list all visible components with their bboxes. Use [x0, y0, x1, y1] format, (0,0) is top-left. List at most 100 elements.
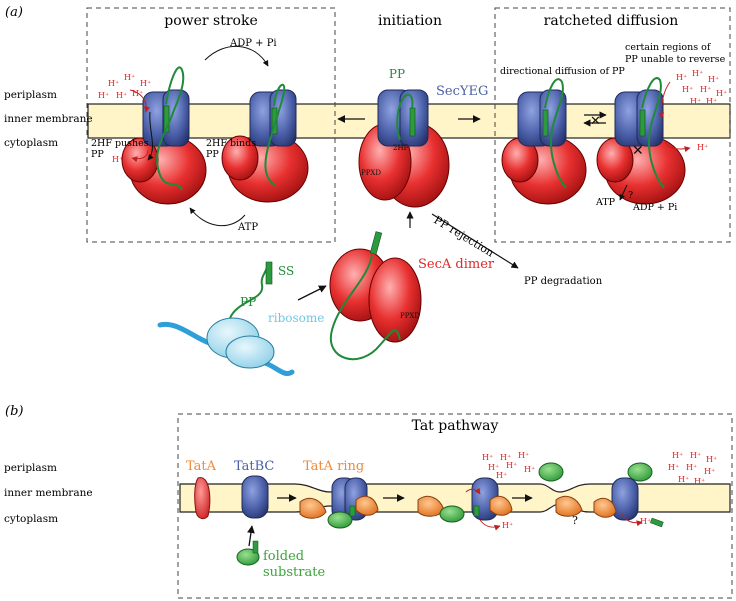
substrate-label: substrate [263, 565, 325, 580]
svg-text:H⁺: H⁺ [488, 463, 499, 472]
arrow-ribosome-to-seca [297, 285, 327, 301]
svg-text:H⁺: H⁺ [98, 91, 109, 100]
proton-arrow-3 [658, 81, 671, 119]
svg-text:H⁺: H⁺ [690, 97, 701, 106]
power-stroke-title: power stroke [164, 13, 258, 29]
seca-secyeg-complex-1 [121, 66, 207, 205]
cycle-arrow-bottom [189, 207, 246, 227]
svg-text:H⁺: H⁺ [668, 463, 679, 472]
seca-secyeg-complex-3 [358, 89, 450, 208]
svg-text:H⁺: H⁺ [506, 461, 517, 470]
svg-text:H⁺: H⁺ [672, 451, 683, 460]
svg-text:H⁺: H⁺ [700, 85, 711, 94]
tata-ring-label: TatA ring [303, 459, 364, 474]
svg-text:H⁺: H⁺ [686, 463, 697, 472]
inner-membrane-label-b: inner membrane [4, 487, 93, 499]
seca-dimer [329, 231, 422, 361]
svg-text:H⁺: H⁺ [500, 453, 511, 462]
svg-text:H⁺: H⁺ [676, 73, 687, 82]
svg-text:H⁺: H⁺ [112, 155, 123, 164]
ppxd-dimer-label: PPXD [400, 312, 420, 320]
ribosome-group [157, 261, 295, 376]
power-stroke-box [86, 7, 336, 243]
pp-rejection-label: PP rejection [431, 213, 496, 259]
folded-label: folded [263, 549, 304, 564]
hplus-group-b: H⁺ H⁺ H⁺ H⁺ H⁺ H⁺ H⁺ H⁺ H⁺ H⁺ H⁺ H⁺ H⁺ H… [482, 451, 717, 530]
panel-b-label: (b) [5, 404, 23, 419]
svg-text:✕: ✕ [632, 143, 644, 159]
tatbc-label: TatBC [234, 459, 274, 474]
svg-text:H⁺: H⁺ [524, 465, 535, 474]
svg-text:H⁺: H⁺ [692, 69, 703, 78]
periplasm-label-a: periplasm [4, 89, 57, 101]
question-right: ? [628, 190, 633, 201]
svg-text:H⁺: H⁺ [108, 79, 119, 88]
blocked-x-icon: ✕ [590, 114, 601, 129]
arrow-pp-rejection [431, 213, 519, 269]
svg-text:H⁺: H⁺ [678, 475, 689, 484]
tat-complex-step-4 [538, 462, 664, 528]
tat-complex-step-2 [299, 477, 379, 529]
substrate-arrow [247, 525, 255, 547]
tatbc-protein [241, 475, 269, 519]
svg-text:H⁺: H⁺ [482, 453, 493, 462]
svg-text:H⁺: H⁺ [690, 451, 701, 460]
svg-text:H⁺: H⁺ [697, 143, 708, 152]
pp-label: PP [389, 67, 405, 81]
svg-text:H⁺: H⁺ [124, 73, 135, 82]
hf-pushes-pp-label: PP [91, 149, 104, 160]
question-b: ? [572, 514, 578, 527]
tata-protein [194, 477, 211, 520]
substrate-signal [252, 540, 259, 554]
pp-ribosome-label: PP [240, 295, 256, 309]
cycle-arrow-top [204, 46, 269, 67]
directional-diffusion-label: directional diffusion of PP [500, 66, 625, 77]
arrow-atp-right [619, 184, 628, 201]
svg-text:H⁺: H⁺ [140, 79, 151, 88]
pp-degradation-label: PP degradation [524, 276, 603, 287]
periplasm-label-b: periplasm [4, 462, 57, 474]
certain-regions-1: certain regions of [625, 42, 712, 53]
tat-complex-step-3 [417, 477, 513, 523]
atp-right: ATP [595, 197, 616, 208]
adp-pi-top: ADP + Pi [229, 38, 277, 49]
seca-secyeg-complex-4 [501, 78, 587, 205]
adp-pi-right: ADP + Pi [632, 202, 677, 213]
svg-text:H⁺: H⁺ [716, 89, 727, 98]
secyeg-label: SecYEG [436, 84, 488, 99]
proton-arrow-4 [664, 141, 691, 152]
svg-text:H⁺: H⁺ [708, 75, 719, 84]
ribosome-label: ribosome [268, 311, 324, 325]
hf-binds-label: 2HF binds [206, 138, 256, 149]
ppxd-label: PPXD [361, 169, 381, 177]
svg-text:H⁺: H⁺ [518, 451, 529, 460]
svg-text:H⁺: H⁺ [706, 455, 717, 464]
proton-arrow-2 [131, 149, 149, 163]
svg-text:H⁺: H⁺ [704, 467, 715, 476]
svg-text:H⁺: H⁺ [694, 477, 705, 486]
tat-proton-arrow-1 [479, 519, 501, 531]
certain-regions-2: PP unable to reverse [625, 54, 726, 65]
twohf-label: 2HF [393, 144, 409, 152]
tat-title: Tat pathway [412, 418, 499, 434]
proton-arrow-1 [129, 89, 150, 113]
svg-text:H⁺: H⁺ [640, 517, 651, 526]
hf-pushes-label: 2HF pushes [91, 138, 149, 149]
initiation-title: initiation [378, 13, 442, 29]
svg-text:H⁺: H⁺ [132, 89, 143, 98]
tat-proton-arrow-2 [621, 513, 643, 527]
svg-text:H⁺: H⁺ [502, 521, 513, 530]
panel-a-label: (a) [5, 5, 23, 20]
seca-dimer-label: SecA dimer [418, 257, 495, 272]
hf-binds-pp-label: PP [206, 149, 219, 160]
seca-secyeg-complex-5: ✕ [596, 77, 686, 205]
svg-text:H⁺: H⁺ [682, 85, 693, 94]
ratcheted-diffusion-title: ratcheted diffusion [544, 13, 679, 29]
atp-bottom: ATP [237, 222, 258, 233]
svg-text:H⁺: H⁺ [496, 471, 507, 480]
cytoplasm-label-a: cytoplasm [4, 137, 58, 149]
hplus-group-a: H⁺ H⁺ H⁺ H⁺ H⁺ H⁺ H⁺ H⁺ H⁺ H⁺ H⁺ H⁺ H⁺ H… [98, 69, 727, 164]
cytoplasm-label-b: cytoplasm [4, 513, 58, 525]
